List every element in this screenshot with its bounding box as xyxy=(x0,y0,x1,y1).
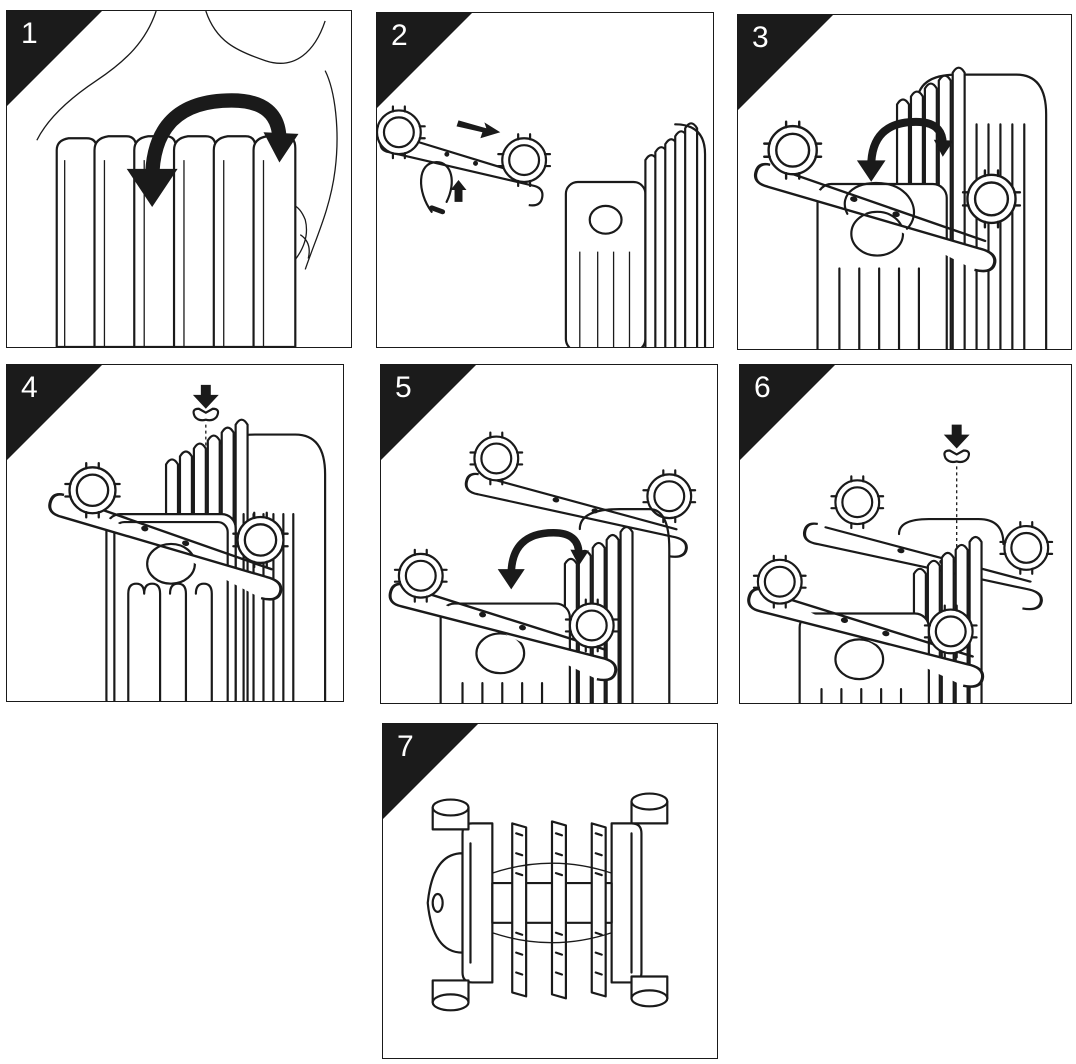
step-number-2: 2 xyxy=(391,19,408,52)
step-panel-6: 6 xyxy=(739,364,1072,704)
step-panel-4: 4 xyxy=(6,364,344,702)
step-4-illustration xyxy=(38,384,327,701)
step-badge-3 xyxy=(738,15,833,110)
step-6-illustration xyxy=(740,424,1054,703)
step-badge-1 xyxy=(7,11,102,106)
step-badge-5 xyxy=(381,365,476,460)
step-badge-4 xyxy=(7,365,102,460)
step-panel-7: 7 xyxy=(382,723,718,1059)
step-number-3: 3 xyxy=(752,21,769,54)
step-1-illustration xyxy=(36,11,338,347)
step-panel-5: 5 xyxy=(380,364,718,704)
step-number-6: 6 xyxy=(754,371,771,404)
step-7-illustration xyxy=(426,792,669,1012)
step-panel-2: 2 xyxy=(376,12,714,348)
step-panel-1: 1 xyxy=(6,10,352,348)
step-number-5: 5 xyxy=(395,371,412,404)
step-number-7: 7 xyxy=(397,730,414,763)
step-number-1: 1 xyxy=(21,17,38,50)
step-panel-3: 3 xyxy=(737,14,1072,350)
step-5-illustration xyxy=(381,431,697,703)
step-2-illustration xyxy=(377,105,707,347)
step-badge-2 xyxy=(377,13,472,108)
step-badge-7 xyxy=(383,724,478,819)
step-number-4: 4 xyxy=(21,371,38,404)
step-3-illustration xyxy=(744,66,1048,349)
step-badge-6 xyxy=(740,365,835,460)
